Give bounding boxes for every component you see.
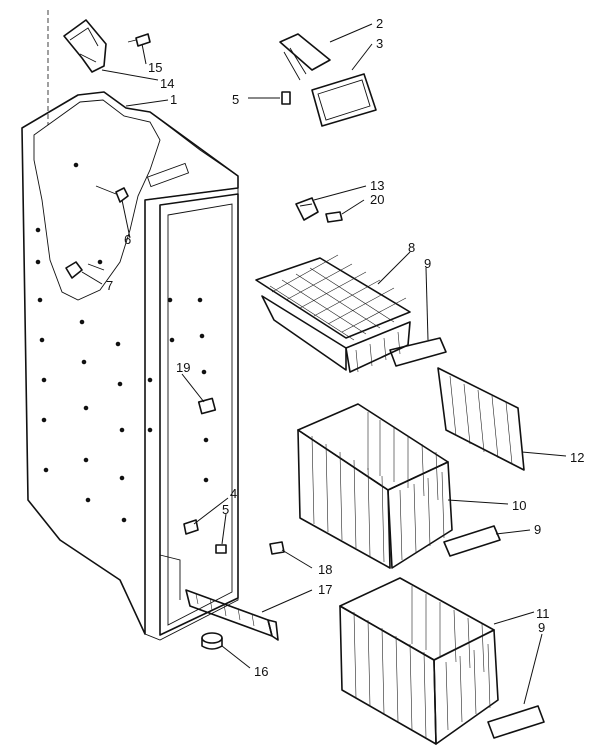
- callout-8: 8: [408, 240, 415, 255]
- basket-10: [297, 403, 453, 569]
- callout-16: 16: [254, 664, 268, 679]
- callout-6: 6: [124, 232, 131, 247]
- part-20-screw: [325, 211, 343, 223]
- callout-labels: 2 3 15 14 5 1 13 20 6 8 9 7 19 12 4 10 5…: [106, 16, 584, 679]
- part-3-lens: [311, 73, 377, 127]
- callout-7: 7: [106, 278, 113, 293]
- part-17-rail: [185, 589, 279, 641]
- liner-holes: [35, 227, 209, 523]
- part-15-screw: [127, 33, 151, 47]
- callout-15: 15: [148, 60, 162, 75]
- callout-4: 4: [230, 486, 237, 501]
- basket-8: [255, 254, 411, 373]
- callout-9-middle: 9: [534, 522, 541, 537]
- divider-9-upper: [389, 337, 447, 367]
- callout-19: 19: [176, 360, 190, 375]
- callout-20: 20: [370, 192, 384, 207]
- part-2-bracket: [279, 33, 331, 81]
- leader-lines: [81, 23, 567, 705]
- part-5-screw-upper: [281, 91, 291, 105]
- freezer-liner: [21, 10, 239, 641]
- callout-9-lower: 9: [538, 620, 545, 635]
- divider-9-middle: [443, 525, 501, 557]
- callout-1: 1: [170, 92, 177, 107]
- part-19-clip: [197, 397, 217, 415]
- callout-13: 13: [370, 178, 384, 193]
- callout-10: 10: [512, 498, 526, 513]
- part-18-screw: [269, 541, 285, 555]
- part-6-clip: [95, 185, 129, 203]
- basket-11: [339, 577, 499, 745]
- part-5-screw-lower: [215, 544, 227, 554]
- callout-14: 14: [160, 76, 174, 91]
- callout-3: 3: [376, 36, 383, 51]
- callout-17: 17: [318, 582, 332, 597]
- part-14-bracket: [63, 19, 107, 73]
- callout-5-lower: 5: [222, 502, 229, 517]
- part-16-foot: [201, 632, 223, 650]
- callout-5-upper: 5: [232, 92, 239, 107]
- part-4-bracket: [183, 519, 199, 535]
- callout-11: 11: [536, 606, 550, 621]
- callout-2: 2: [376, 16, 383, 31]
- callout-18: 18: [318, 562, 332, 577]
- panel-12: [437, 367, 525, 471]
- part-13-clip: [295, 197, 319, 221]
- divider-9-lower: [487, 705, 545, 739]
- callout-12: 12: [570, 450, 584, 465]
- part-7-clip: [65, 261, 105, 279]
- callout-9-upper: 9: [424, 256, 431, 271]
